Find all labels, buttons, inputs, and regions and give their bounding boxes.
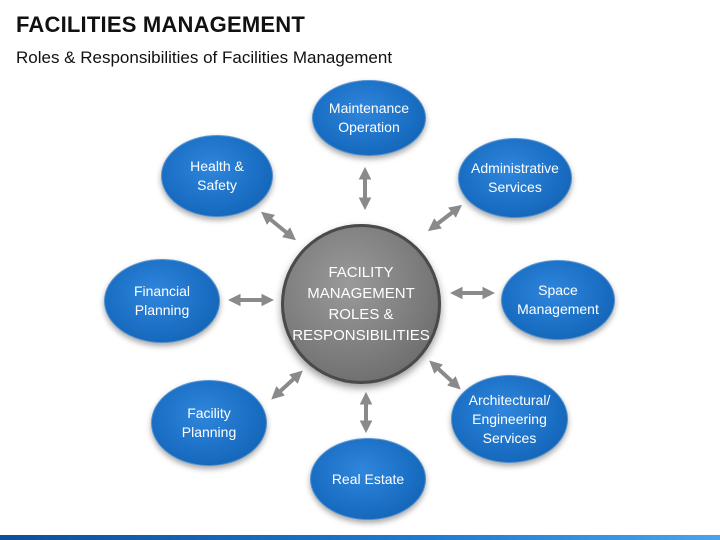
node-maintenance-operation: Maintenance Operation bbox=[312, 80, 426, 156]
node-label: Maintenance Operation bbox=[328, 100, 410, 135]
node-label: Health & Safety bbox=[190, 158, 244, 193]
node-health-safety: Health & Safety bbox=[161, 135, 273, 217]
node-administrative-services: Administrative Services bbox=[458, 138, 572, 218]
arrow-architectural bbox=[429, 360, 461, 390]
node-label: Administrative Services bbox=[471, 160, 559, 195]
node-financial-planning: Financial Planning bbox=[104, 259, 220, 343]
node-label: Financial Planning bbox=[133, 283, 191, 318]
page-title: FACILITIES MANAGEMENT bbox=[16, 12, 305, 37]
node-label: Architectural/ Engineering Services bbox=[468, 391, 551, 446]
node-space-management: Space Management bbox=[501, 260, 615, 340]
node-real-estate: Real Estate bbox=[310, 438, 426, 520]
arrow-health bbox=[261, 211, 296, 241]
center-node: FACILITY MANAGEMENT ROLES & RESPONSIBILI… bbox=[281, 224, 441, 384]
bottom-accent-bar bbox=[0, 535, 720, 540]
arrow-administrative bbox=[427, 204, 463, 232]
node-label: Space Management bbox=[517, 282, 599, 317]
node-label: Real Estate bbox=[331, 470, 405, 487]
node-facility-planning: Facility Planning bbox=[151, 380, 267, 466]
arrow-facility-planning bbox=[271, 370, 303, 400]
node-label: Facility Planning bbox=[181, 405, 237, 440]
page-subtitle: Roles & Responsibilities of Facilities M… bbox=[16, 48, 393, 67]
node-architectural-engineering-services: Architectural/ Engineering Services bbox=[451, 375, 568, 463]
center-label: FACILITY MANAGEMENT ROLES & RESPONSIBILI… bbox=[292, 264, 430, 344]
